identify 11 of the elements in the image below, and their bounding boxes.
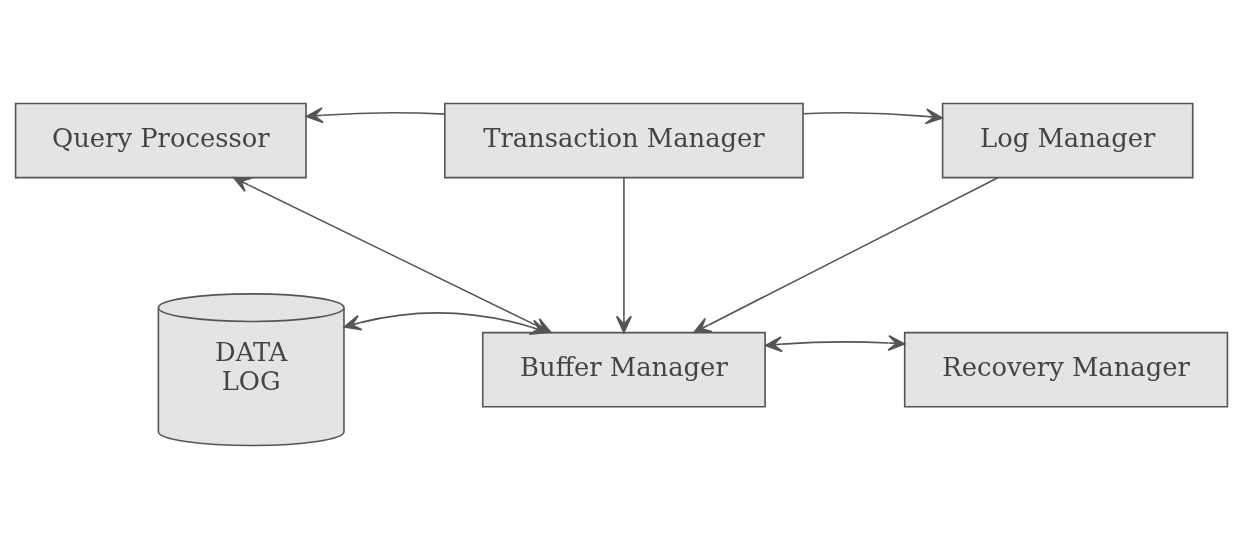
arrow (802, 107, 943, 124)
node-box: Log Manager (941, 102, 1194, 178)
arrow (693, 176, 999, 333)
arrow (615, 176, 632, 333)
node-box: Transaction Manager (444, 102, 804, 178)
node-box: Buffer Manager (481, 331, 766, 408)
node-box: Query Processor (14, 102, 307, 178)
node-box: Recovery Manager (903, 331, 1229, 408)
arrow (343, 311, 548, 335)
arrow (764, 334, 906, 352)
arrow (305, 106, 446, 123)
